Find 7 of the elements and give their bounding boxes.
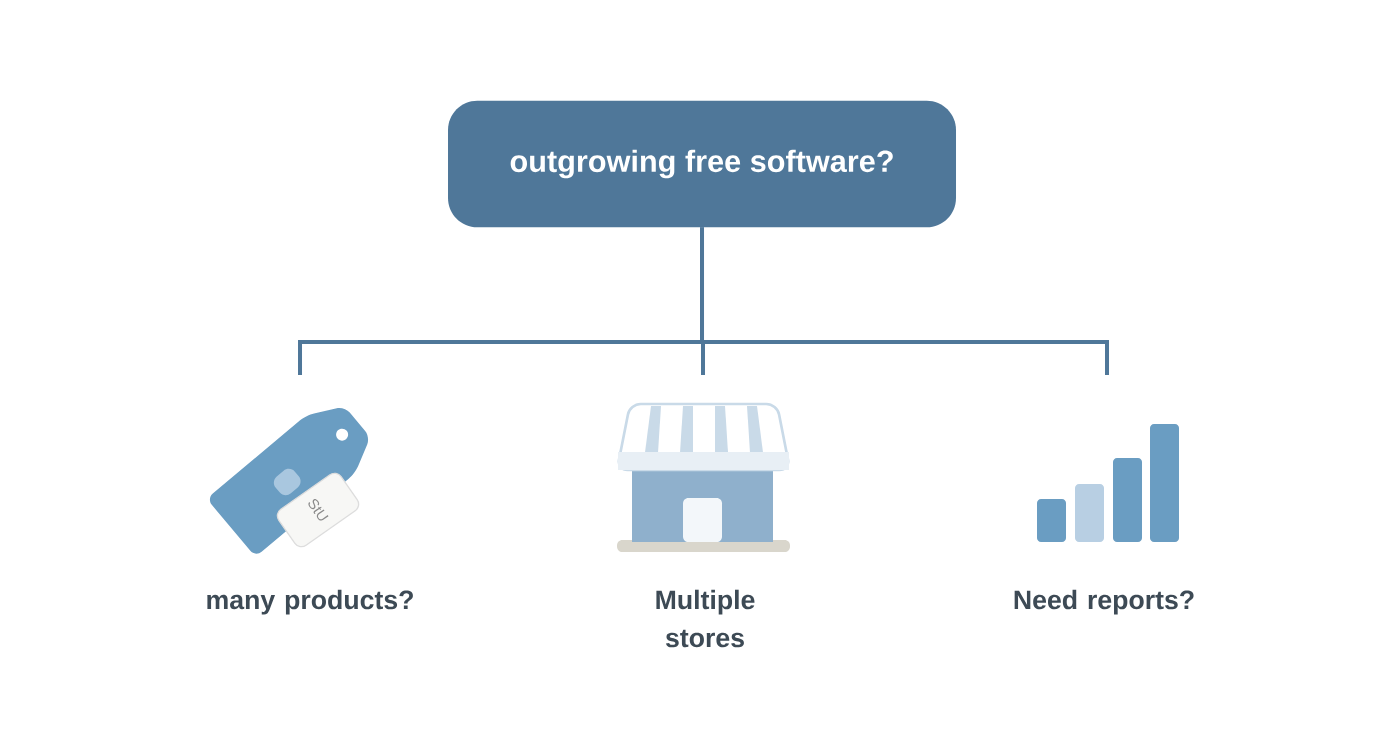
bar-chart-icon (1037, 424, 1179, 542)
node-caption: Need reports? (1014, 589, 1194, 615)
node-caption: many products? (207, 589, 413, 615)
question-box: outgrowing free software? (448, 100, 956, 228)
node-caption: Multiple stores (656, 589, 755, 648)
storefront-icon (617, 402, 790, 552)
connector-line (700, 227, 1109, 376)
